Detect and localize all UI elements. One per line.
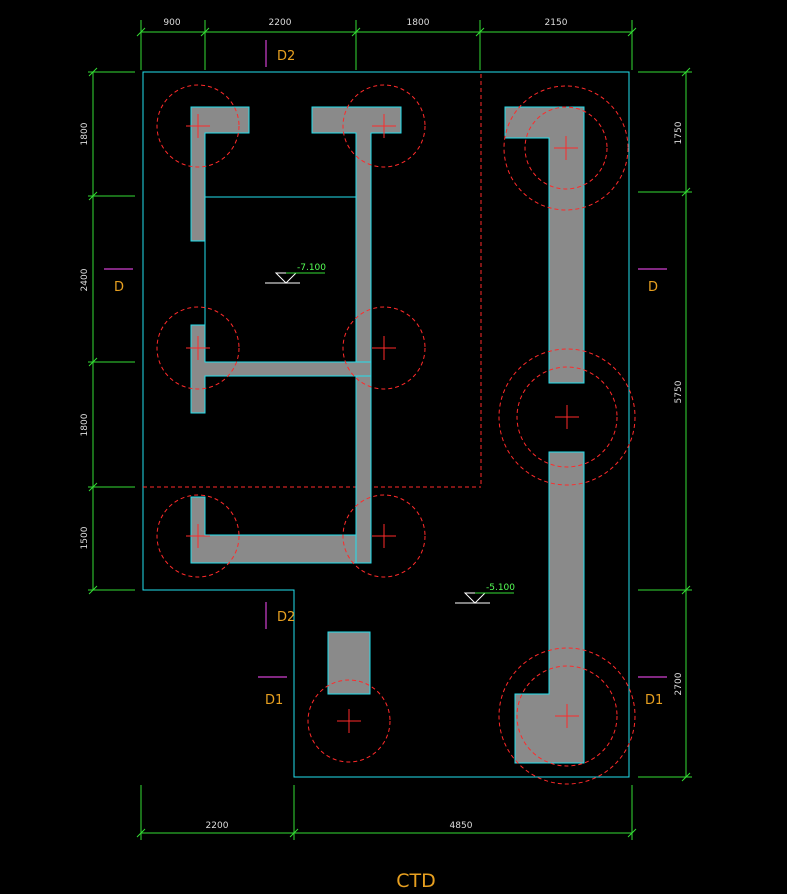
pile-ring-outer [498,348,636,486]
section-d2-mid: D2 [277,610,295,625]
dim-top-4: 2150 [545,18,568,28]
pile-ring [156,306,240,390]
pile-ring-inner [516,665,618,767]
dim-left-4: 1500 [80,526,90,549]
wall-bottom-u [190,496,357,564]
right-wall-structure [327,106,585,764]
dim-left-1: 1800 [80,122,90,145]
pile-ring-inner [524,106,608,190]
dimension-bottom: 2200 4850 [136,785,637,840]
foundation-outline [142,71,630,778]
pile-ring [156,84,240,168]
dim-bottom-1: 2200 [206,821,229,831]
level-upper-text: -7.100 [297,263,326,273]
dim-top-1: 900 [163,18,180,28]
level-lower-text: -5.100 [486,583,515,593]
wall-right-lower-l [514,451,585,764]
wall-right-lower [355,375,372,564]
section-marks: D2 D D D2 D1 D1 [104,40,667,708]
section-d1-right: D1 [645,693,663,708]
wall-top-left [190,106,250,242]
pile-ring-outer [503,85,629,211]
pile-ring-inner [516,366,618,468]
pile-ring-outer [498,647,636,785]
section-d1-left: D1 [265,693,283,708]
dimension-right: 1750 5750 2700 [638,67,692,782]
dimension-left: 1800 2400 1800 1500 [80,67,135,595]
dim-left-3: 1800 [80,413,90,436]
pile-cross [186,114,579,733]
section-d-right: D [648,280,658,295]
drawing-title: CTD [396,870,436,892]
pile-ring [156,494,240,578]
pile-ring [342,494,426,578]
wall-top-right-t [311,106,402,363]
pile-ring [342,306,426,390]
pile-ring [307,679,391,763]
left-wall-structure [190,106,402,564]
red-dashed-boundary [143,74,482,488]
dim-top-3: 1800 [407,18,430,28]
section-d2-top: D2 [277,49,295,64]
dim-bottom-2: 4850 [450,821,473,831]
wall-mid-h [190,324,372,414]
dim-right-2: 5750 [674,380,684,403]
dim-right-3: 2700 [674,672,684,695]
wall-small-block [327,631,371,695]
level-marker-lower: -5.100 [455,583,515,604]
dimension-top: 900 2200 1800 2150 [136,18,637,70]
dim-left-2: 2400 [80,268,90,291]
section-d-left: D [114,280,124,295]
dim-top-2: 2200 [269,18,292,28]
piles [156,84,636,785]
level-marker-upper: -7.100 [265,263,326,284]
pile-ring [342,84,426,168]
dim-right-1: 1750 [674,121,684,144]
